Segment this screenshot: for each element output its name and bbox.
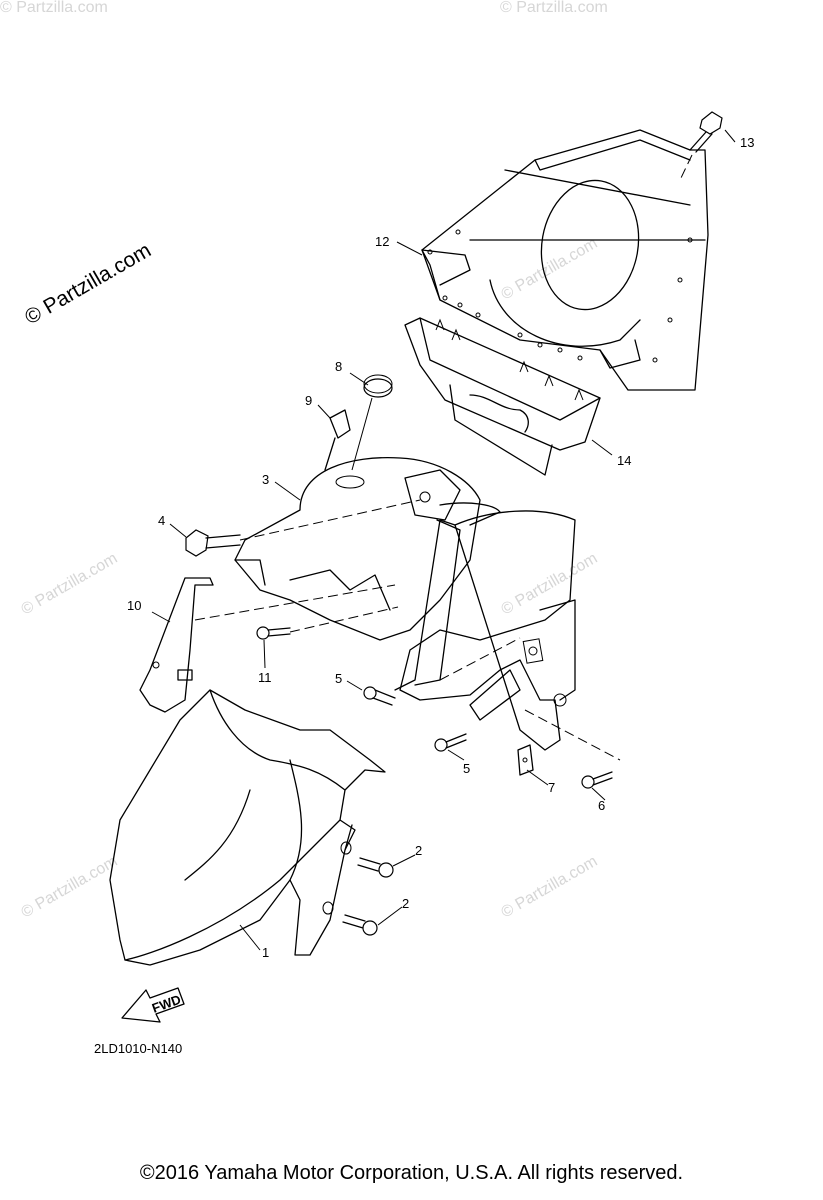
part-7-clip [517, 744, 534, 776]
callout-5a: 5 [335, 671, 342, 686]
callout-2a: 2 [415, 843, 422, 858]
copyright-notice: ©2016 Yamaha Motor Corporation, U.S.A. A… [139, 1162, 684, 1184]
part-5-screw-b [434, 733, 467, 752]
part-2-screw-b [342, 914, 378, 936]
watermark: © Partzilla.com [0, 0, 108, 16]
watermark: © Partzilla.com [499, 550, 601, 619]
callout-4: 4 [158, 513, 165, 528]
bracket-tabs [435, 318, 584, 401]
callout-11: 11 [258, 670, 272, 685]
part-9-clip [324, 409, 351, 471]
callout-1: 1 [262, 945, 269, 960]
diagram-code: 2LD1010-N140 [94, 1041, 182, 1056]
watermarks: © Partzilla.com © Partzilla.com © Partzi… [0, 0, 608, 921]
callout-8: 8 [335, 359, 342, 374]
watermark: © Partzilla.com [499, 853, 601, 922]
callout-5b: 5 [463, 761, 470, 776]
watermark: © Partzilla.com [19, 550, 121, 619]
fwd-arrow: FWD [121, 987, 185, 1023]
part-10-bracket [139, 577, 396, 713]
part-8-grommet [351, 374, 393, 471]
callout-12: 12 [375, 234, 389, 249]
part-5-screw-a [363, 686, 396, 706]
callout-2b: 2 [402, 896, 409, 911]
mounting-holes [427, 229, 693, 363]
part-2-screw-a [357, 857, 394, 878]
part-13-screw [679, 111, 723, 181]
partzilla-watermark: © Partzilla.com [21, 239, 155, 330]
callout-9: 9 [305, 393, 312, 408]
part-11-screw [256, 606, 399, 640]
watermark: © Partzilla.com [499, 235, 601, 304]
part-3-under-cover [234, 456, 501, 641]
part-12-cowling [421, 129, 709, 391]
callout-7: 7 [548, 780, 555, 795]
callout-14: 14 [617, 453, 631, 468]
callout-13: 13 [740, 135, 754, 150]
callout-3: 3 [262, 472, 269, 487]
callout-labels: 13 12 14 8 9 3 4 10 11 5 5 7 6 2 2 1 [127, 135, 754, 960]
part-6-screw [581, 771, 613, 789]
leader-lines [151, 129, 736, 951]
part-14-bracket [404, 317, 601, 476]
part-1-front-fender [109, 689, 386, 966]
inner-fender [394, 510, 621, 761]
watermark: © Partzilla.com [500, 0, 608, 16]
fwd-label: FWD [150, 992, 183, 1016]
part-4-bolt [185, 499, 421, 557]
callout-10: 10 [127, 598, 141, 613]
watermark: © Partzilla.com [19, 853, 121, 922]
callout-6: 6 [598, 798, 605, 813]
